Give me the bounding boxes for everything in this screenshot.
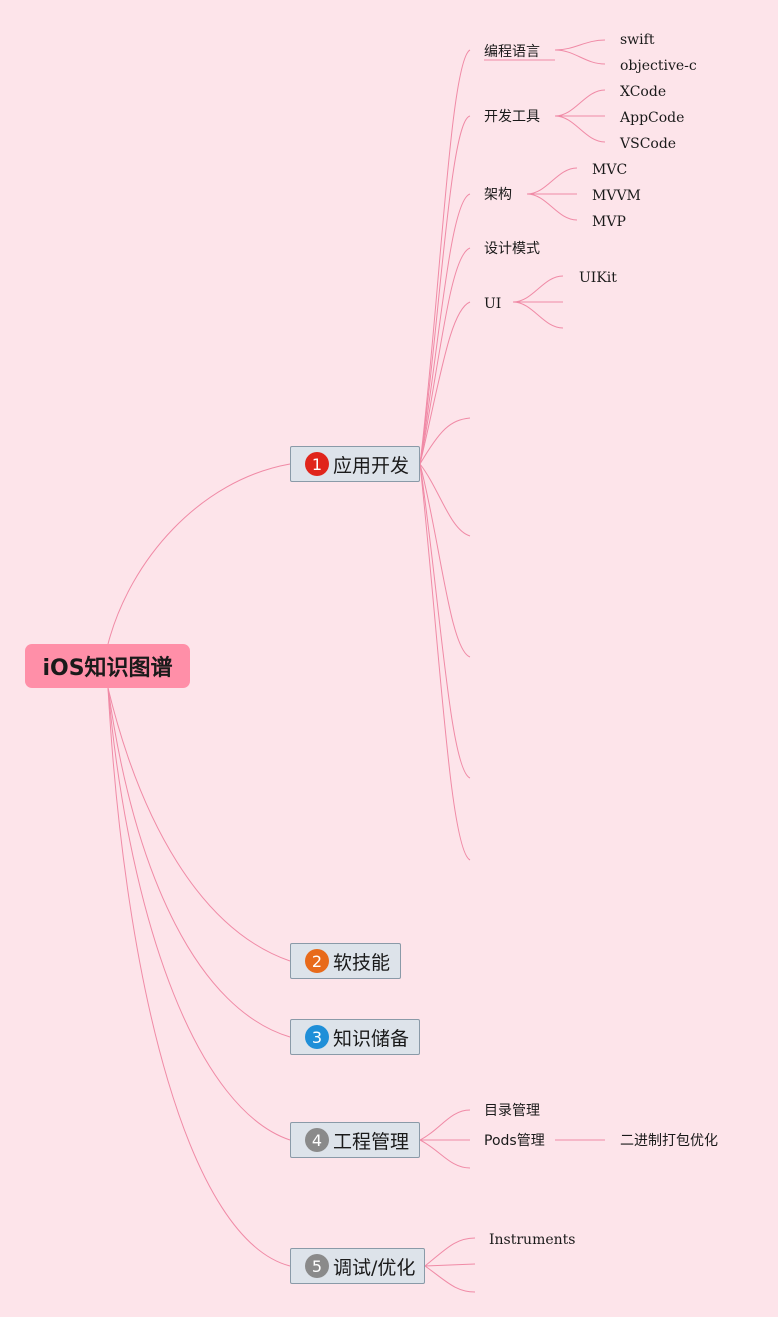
topic-app-dev[interactable]: 1 应用开发	[290, 446, 420, 482]
connector-appdev-ui	[419, 301, 471, 465]
priority-5-icon: 5	[305, 1254, 329, 1278]
priority-1-icon: 1	[305, 452, 329, 476]
subtopic-arch[interactable]: 架构	[484, 187, 512, 203]
connector-appdev-tools	[419, 115, 471, 465]
connector-appdev-arch	[419, 193, 471, 465]
connector-arch-mvc	[526, 167, 578, 195]
priority-2-icon: 2	[305, 949, 329, 973]
connector-appdev-patterns	[419, 247, 471, 465]
subtopic-pods[interactable]: Pods管理	[484, 1133, 545, 1149]
subtopic-patterns[interactable]: 设计模式	[484, 241, 540, 257]
connector-ui-empty2	[512, 301, 564, 329]
topic-project-mgmt[interactable]: 4 工程管理	[290, 1122, 420, 1158]
root-node[interactable]: iOS知识图谱	[25, 644, 190, 688]
connector-lang-objc	[554, 49, 606, 65]
leaf-xcode[interactable]: XCode	[620, 84, 667, 100]
topic-soft-skills[interactable]: 2 软技能	[290, 943, 401, 979]
topic-knowledge[interactable]: 3 知识储备	[290, 1019, 420, 1055]
subtopic-instruments[interactable]: Instruments	[489, 1232, 576, 1248]
connector-debug-instruments	[424, 1237, 476, 1267]
topic-label: 应用开发	[333, 454, 410, 477]
connector-arch-mvp	[526, 193, 578, 221]
leaf-mvp[interactable]: MVP	[592, 214, 626, 230]
topic-label: 调试/优化	[333, 1256, 416, 1279]
subtopic-ui[interactable]: UI	[484, 296, 502, 312]
priority-3-icon: 3	[305, 1025, 329, 1049]
connector-tools-xcode	[554, 89, 606, 117]
topic-label: 知识储备	[333, 1027, 410, 1050]
topic-label: 软技能	[333, 951, 391, 974]
leaf-appcode[interactable]: AppCode	[620, 110, 685, 126]
connector-appdev-empty5	[419, 463, 471, 861]
connector-lang-swift	[554, 39, 606, 51]
connector-ui-uikit	[512, 275, 564, 303]
subtopic-tools[interactable]: 开发工具	[484, 109, 540, 125]
connector-root-topic3	[107, 687, 291, 1038]
connector-appdev-empty1	[419, 417, 471, 465]
leaf-vscode[interactable]: VSCode	[620, 136, 677, 152]
connector-debug-empty1	[424, 1263, 476, 1267]
connector-root-topic5	[107, 687, 291, 1267]
root-label: iOS知识图谱	[42, 656, 173, 681]
connector-appdev-lang	[419, 49, 471, 465]
leaf-binary-packaging[interactable]: 二进制打包优化	[620, 1133, 718, 1149]
topic-debug-optimize[interactable]: 5 调试/优化	[290, 1248, 425, 1284]
leaf-swift[interactable]: swift	[620, 32, 655, 48]
priority-4-icon: 4	[305, 1128, 329, 1152]
leaf-mvvm[interactable]: MVVM	[592, 188, 641, 204]
leaf-mvc[interactable]: MVC	[592, 162, 628, 178]
connector-root-topic1	[107, 463, 291, 645]
connector-appdev-empty4	[419, 463, 471, 779]
connector-pm-empty	[419, 1139, 471, 1169]
connector-root-topic4	[107, 687, 291, 1141]
leaf-objective-c[interactable]: objective-c	[620, 58, 697, 74]
subtopic-dirs[interactable]: 目录管理	[484, 1103, 540, 1119]
connector-root-topic2	[107, 687, 291, 962]
connector-pm-dirs	[419, 1109, 471, 1141]
connector-tools-vscode	[554, 115, 606, 143]
connector-appdev-empty3	[419, 463, 471, 658]
topic-label: 工程管理	[333, 1130, 410, 1153]
leaf-uikit[interactable]: UIKit	[579, 270, 617, 286]
subtopic-lang[interactable]: 编程语言	[484, 44, 540, 60]
connector-appdev-empty2	[419, 463, 471, 537]
connector-debug-empty2	[424, 1265, 476, 1293]
